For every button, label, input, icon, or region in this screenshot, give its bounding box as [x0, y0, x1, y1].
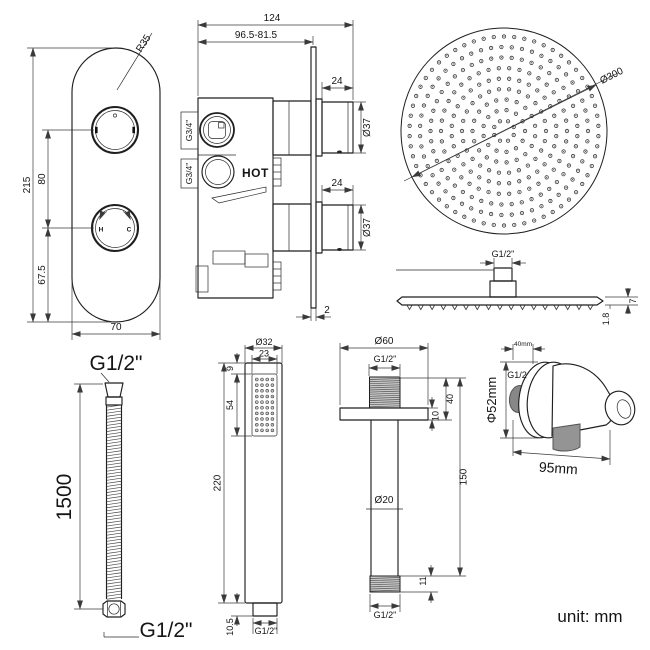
- outlet-depth-dim-label: 40mm: [514, 341, 532, 348]
- hose-bottom-nut: [102, 600, 126, 618]
- inlet-bottom-label: G3/4": [184, 163, 194, 184]
- head-plate-outline: [396, 296, 604, 306]
- cold-arrow-icon: [122, 210, 131, 220]
- unit-note: unit: mm: [557, 607, 622, 626]
- nozzle-teeth: [406, 304, 594, 311]
- hot-arrow-icon: [99, 210, 108, 220]
- hose-length-dim-label: 1500: [53, 474, 76, 521]
- valve-body-outline: [197, 97, 274, 299]
- overhead-shower-front-view: Ø300: [400, 27, 626, 235]
- hose-view: G1/2" 1500 G1/2": [53, 352, 192, 642]
- recess-depth-dim-label: 96.5-81.5: [235, 30, 278, 41]
- head-thread-dim-label: G1/2": [492, 249, 515, 259]
- outlet-thread-label: G1/2: [507, 370, 527, 380]
- wall-plate: [310, 46, 317, 309]
- handshower-body: [244, 362, 283, 604]
- head-diameter-dim-label: Ø300: [598, 66, 625, 87]
- flange-thickness-dim-label: 10: [431, 411, 441, 421]
- knob-index-mark: [113, 113, 117, 118]
- shower-head-outline: [400, 27, 608, 235]
- bottom-thread-length-dim-label: 11: [418, 576, 428, 585]
- knob-top-dia-dim-label: Ø37: [362, 118, 373, 137]
- outlet-bottom-port: [552, 423, 581, 452]
- knob-bottom-dia-dim-label: Ø37: [362, 218, 373, 237]
- connector-height-dim-label: 10.5: [225, 618, 235, 636]
- handshower-connector: [252, 602, 278, 617]
- handset-holder-cap: [604, 390, 636, 426]
- hose-bottom-thread-label: G1/2": [140, 619, 193, 642]
- outlet-view: G1/2 40mm Φ52mm 95mm: [484, 341, 636, 478]
- face-offset-dim-label: 9: [225, 366, 235, 371]
- cold-mark-label: C: [127, 227, 132, 234]
- outlet-body: [551, 363, 615, 437]
- outlet-width-dim-label: 95mm: [538, 459, 578, 478]
- flange-dia-dim-label: Ø60: [375, 336, 394, 347]
- head-connector: [493, 267, 513, 282]
- valve-front-view: H C R35 215 80 67.5 70: [22, 33, 161, 340]
- valve-side-view: G3/4" G3/4" HOT: [180, 13, 373, 321]
- face-length-dim-label: 54: [225, 400, 235, 410]
- port-hot: [201, 155, 235, 189]
- arm-length-dim-label: 150: [459, 468, 470, 485]
- handshower-dia-dim-label: Ø32: [255, 337, 272, 347]
- plate-thickness-dim-label: 2: [324, 305, 330, 316]
- valve-plate-outline: [71, 47, 161, 323]
- head-tip-thickness-dim-label: 1.8: [601, 313, 611, 326]
- arm-top-thread: [369, 376, 401, 409]
- hose-corrugation: [106, 404, 122, 600]
- knob-top-depth-dim-label: 24: [331, 76, 343, 87]
- handshower-face: [251, 373, 278, 437]
- hose-top-thread-label: G1/2": [90, 352, 143, 375]
- knob-top-side: [321, 101, 354, 154]
- arm-flange: [339, 407, 429, 421]
- inlet-stub-bottom: [180, 158, 199, 189]
- height-dim-label: 215: [22, 176, 33, 193]
- handshower-length-dim-label: 220: [213, 474, 224, 491]
- hot-port-label: HOT: [242, 166, 269, 180]
- head-thickness-dim-label: 7: [628, 298, 638, 303]
- total-depth-dim-label: 124: [264, 13, 281, 24]
- lower-offset-dim-label: 67.5: [37, 265, 48, 285]
- arm-bottom-thread-dim-label: G1/2": [374, 610, 397, 620]
- radius-dim-label: R35: [134, 33, 153, 55]
- arm-view: Ø20 Ø60 G1/2" 40 10 150 11: [339, 336, 470, 620]
- overhead-shower-side-view: G1/2" 7 1.8: [396, 249, 638, 325]
- inlet-top-label: G3/4": [184, 120, 194, 141]
- inlet-stub-top: [180, 111, 199, 150]
- handshower-thread-dim-label: G1/2": [255, 626, 278, 636]
- port-top: [199, 112, 235, 148]
- knob-bottom-depth-dim-label: 24: [331, 178, 343, 189]
- hot-mark-label: H: [99, 227, 104, 234]
- handshower-view: Ø32 23 9 54 220 10.5 G1/2": [213, 337, 283, 636]
- face-width-dim-label: 23: [259, 349, 269, 359]
- arm-top-thread-dim-label: G1/2": [374, 354, 397, 364]
- outlet-dia-dim-label: Φ52mm: [484, 377, 499, 424]
- thread-length-dim-label: 40: [445, 394, 455, 404]
- tube-dia-dim-label: Ø20: [375, 495, 394, 506]
- hose-top-connector: [104, 382, 124, 398]
- knob-spacing-dim-label: 80: [37, 173, 48, 185]
- handshower-nozzles: [255, 377, 275, 433]
- width-dim-label: 70: [110, 322, 122, 333]
